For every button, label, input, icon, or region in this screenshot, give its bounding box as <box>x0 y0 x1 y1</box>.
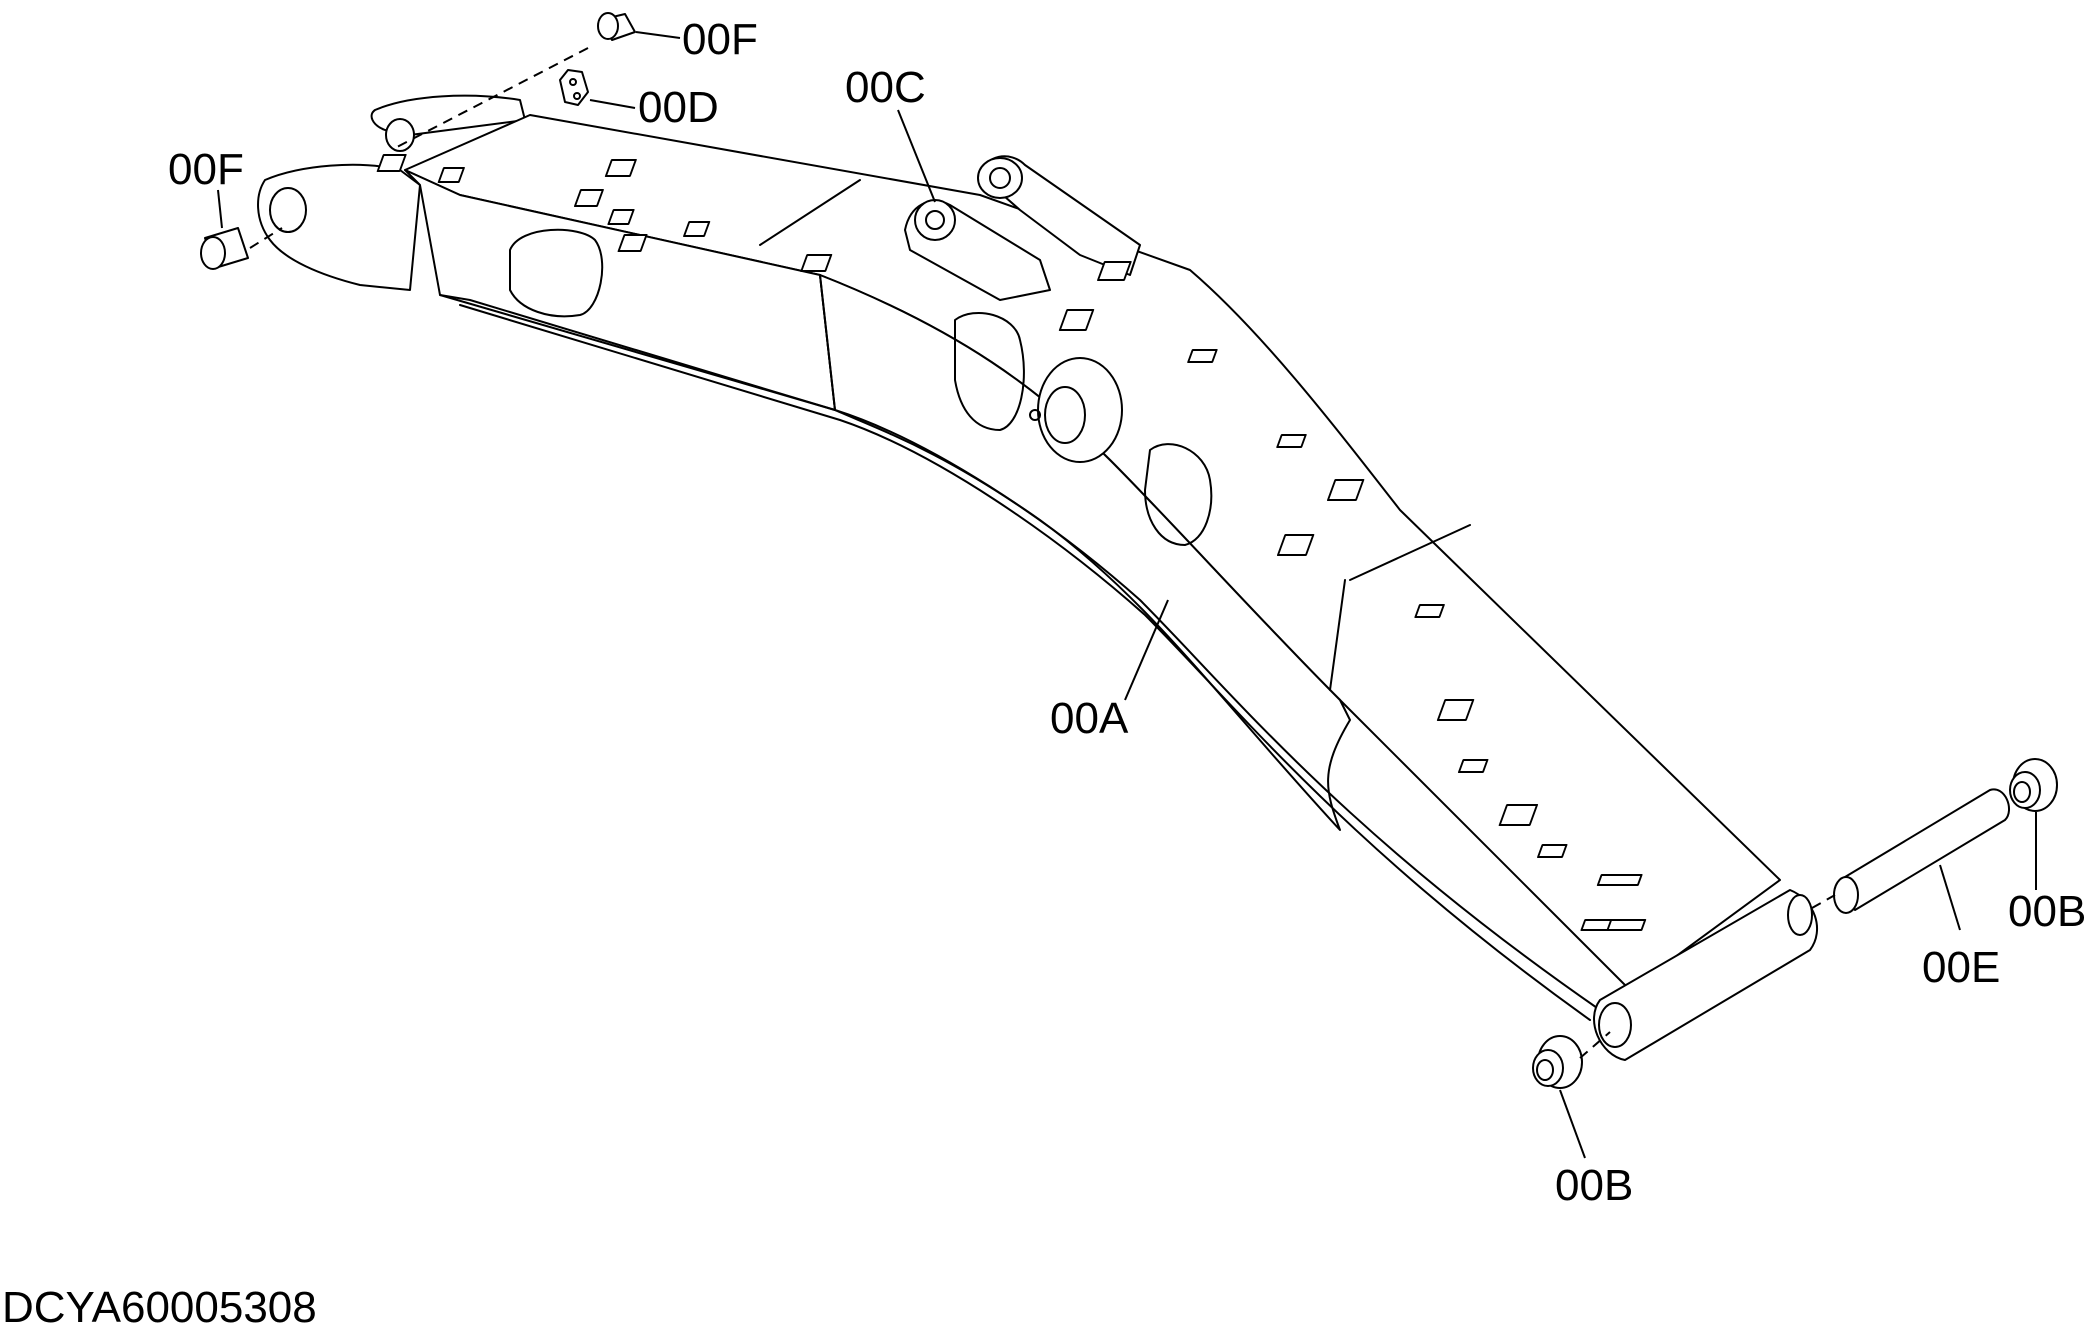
bracket-c-eye <box>977 157 1023 199</box>
mount-block <box>1537 844 1568 858</box>
leader-00c <box>897 109 936 203</box>
mount-block <box>1498 804 1539 826</box>
callout-00b-bottom: 00B <box>1555 1161 1633 1210</box>
figure-id: DCYA60005308 <box>2 1283 317 1332</box>
boom-divider-3 <box>1349 524 1471 581</box>
plate-d-hole <box>573 92 581 100</box>
plate-d-body <box>559 69 589 106</box>
leader-00f-top <box>635 31 681 39</box>
callout-00e: 00E <box>1922 943 2000 992</box>
callout-00f-top: 00F <box>682 15 758 64</box>
boom-hole-middle <box>954 311 1025 431</box>
boom-divider-1 <box>819 274 836 411</box>
mount-block <box>607 209 635 225</box>
boom-hole-rear <box>509 228 604 318</box>
bracket-c-eye-inner <box>989 167 1011 189</box>
callout-00a: 00A <box>1050 694 1129 743</box>
boom-center-small-hole <box>1029 409 1041 421</box>
bushing-top <box>597 12 636 41</box>
mount-block <box>1326 479 1365 501</box>
leader-00a <box>1124 599 1169 701</box>
pin-e <box>1833 788 2010 914</box>
boom-side-rear <box>404 169 836 411</box>
plate-d-hole <box>569 78 577 86</box>
mount-block <box>1580 919 1613 931</box>
mount-block <box>683 221 711 237</box>
assembly-line <box>1579 1031 1611 1059</box>
leader-00e <box>1939 864 1961 931</box>
bushing-bottom <box>1532 1035 1583 1089</box>
mount-block <box>1414 604 1445 618</box>
assembly-line <box>1811 894 1836 909</box>
leader-00b-bottom <box>1559 1089 1586 1159</box>
mount-block <box>1436 699 1475 721</box>
boom-front-boss-hole <box>1598 1002 1632 1048</box>
leader-00d <box>589 99 636 109</box>
assembly-lines <box>249 47 1836 1059</box>
mount-block <box>1276 534 1315 556</box>
mount-block <box>1058 309 1095 331</box>
mount-block <box>573 189 604 207</box>
mount-block <box>800 254 833 272</box>
bushing-left-face <box>200 236 226 270</box>
callout-00d: 00D <box>638 83 719 132</box>
leader-00f-left <box>217 189 223 229</box>
bushing-right-hole <box>2013 781 2031 803</box>
mount-block <box>1187 349 1218 363</box>
boom-front-boss-right <box>1787 894 1813 936</box>
pin-e-end <box>1833 876 1859 914</box>
assembly-line <box>249 227 283 249</box>
boom-bottom-flange <box>439 294 1601 1011</box>
mount-block <box>1457 759 1489 773</box>
pin-e-body <box>1839 788 2010 911</box>
mount-blocks <box>376 154 1647 931</box>
bracket-c-lower-eye <box>914 199 956 241</box>
callout-00f-left: 00F <box>168 145 244 194</box>
boom-divider-4 <box>759 179 861 246</box>
mount-block <box>1276 434 1307 448</box>
boom-center-boss-inner <box>1044 386 1086 444</box>
bushing-right <box>2009 758 2058 812</box>
mount-block <box>617 234 648 252</box>
mount-block <box>376 154 407 172</box>
callout-00c: 00C <box>845 63 926 112</box>
leader-lines <box>217 31 2037 1159</box>
mount-block <box>1596 874 1643 886</box>
boom-divider-2 <box>1329 579 1346 691</box>
callout-00b-right: 00B <box>2008 887 2086 936</box>
bushing-bottom-hole <box>1536 1059 1554 1081</box>
mount-block <box>437 167 465 183</box>
bracket-c-lower-eye-inner <box>925 210 945 230</box>
callout-labels: 00F 00D 00F 00C 00A 00B 00E 00B <box>168 15 2086 1210</box>
boom-upper-rear-hole <box>385 118 415 152</box>
boom-body <box>257 94 1819 1061</box>
mount-block <box>1097 261 1132 281</box>
bushing-top-face <box>597 12 619 40</box>
plate-d <box>559 69 589 106</box>
boom-rear-boss-hole <box>269 187 307 233</box>
bushing-left <box>200 227 249 270</box>
boom-hole-center <box>1144 443 1213 546</box>
assembly-line <box>394 47 589 149</box>
mount-block <box>604 159 637 177</box>
